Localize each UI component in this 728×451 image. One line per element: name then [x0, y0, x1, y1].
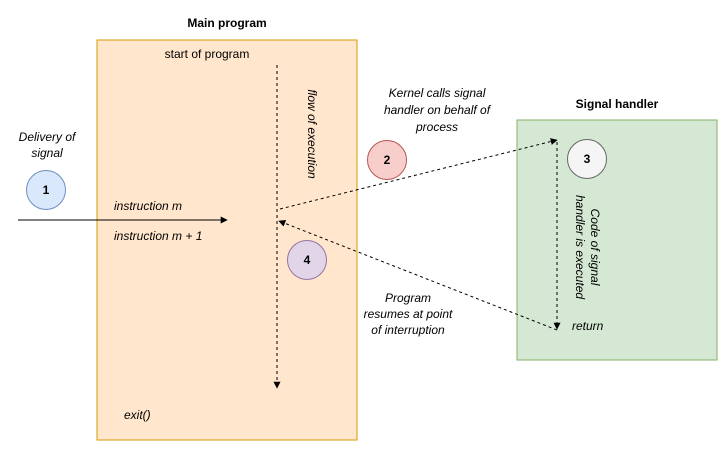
signal-handler-title: Signal handler	[576, 97, 659, 111]
step-4-circle: 4	[287, 240, 327, 280]
svg-text:signal: signal	[31, 146, 63, 160]
svg-text:Delivery of: Delivery of	[19, 130, 77, 144]
instruction-m-plus-1-label: instruction m + 1	[114, 229, 202, 243]
svg-text:handler on behalf of: handler on behalf of	[384, 103, 492, 117]
main-program-title: Main program	[187, 16, 266, 30]
svg-text:of interruption: of interruption	[371, 323, 445, 337]
delivery-of-signal-annotation: Delivery of signal	[19, 130, 77, 160]
return-label: return	[572, 319, 604, 333]
svg-text:process: process	[415, 120, 458, 134]
svg-text:Kernel calls signal: Kernel calls signal	[389, 86, 486, 100]
kernel-calls-handler-annotation: Kernel calls signal handler on behalf of…	[384, 86, 492, 134]
program-resumes-annotation: Program resumes at point of interruption	[364, 291, 453, 337]
svg-text:1: 1	[43, 183, 50, 197]
signal-handler-box	[516, 119, 718, 361]
resume-arrow	[278, 220, 558, 331]
exit-label: exit()	[124, 408, 151, 422]
svg-text:Code of signal: Code of signal	[588, 209, 602, 286]
flow-of-execution-label: flow of execution	[305, 89, 319, 179]
svg-text:4: 4	[304, 253, 311, 267]
step-2-circle: 2	[367, 140, 407, 180]
svg-text:resumes at point: resumes at point	[364, 307, 453, 321]
svg-text:handler is executed: handler is executed	[573, 195, 587, 299]
svg-text:Program: Program	[385, 291, 431, 305]
main-program-box	[96, 39, 358, 441]
svg-text:3: 3	[584, 152, 591, 166]
svg-text:2: 2	[384, 153, 391, 167]
code-of-signal-handler-label: Code of signal handler is executed	[573, 195, 602, 299]
step-3-circle: 3	[567, 139, 607, 179]
step-1-circle: 1	[26, 170, 66, 210]
instruction-m-label: instruction m	[114, 199, 182, 213]
start-of-program-label: start of program	[165, 47, 250, 61]
